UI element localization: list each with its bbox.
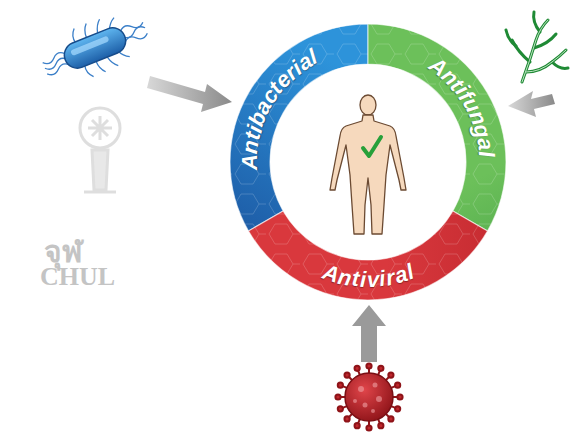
label-letter: A [239,154,261,170]
band-label: Antiviral [230,24,506,300]
virus-spike-tip [338,383,343,388]
ring-segment [230,24,506,300]
antifungal-band: Antifungal [230,24,506,300]
virus-spike-tip [344,416,349,421]
virus-spike-tip [344,372,349,377]
virus-spike-tip [366,425,371,430]
watermark-emblem [80,108,120,192]
antiviral-band: Antiviral [230,24,506,300]
band-label: Antifungal [230,24,506,300]
virus-spike-tip [378,423,383,428]
virus-spike-tip [395,406,400,411]
watermark-text: CHUL [40,262,115,292]
chemical-texture [248,211,487,300]
pointer-arrow [508,91,555,117]
chemical-texture [368,24,506,231]
fungus-icon [506,12,568,82]
ring-segment-edge [230,24,368,231]
ring-segment-edge [368,24,506,231]
virus-icon [335,363,402,430]
virus-spike-tip [388,372,393,377]
virus-spike-tip [355,423,360,428]
antibacterial-band: Antibacterial [230,24,506,300]
ring-segment-fill [368,24,506,231]
pointer-arrow [352,305,386,362]
virus-spike-tip [366,363,371,368]
ring-segment-fill [230,24,368,231]
chemical-texture [230,24,368,231]
ring-segment-fill [248,211,487,300]
label-letter: t [351,268,361,291]
virus-spike-tip [388,416,393,421]
fungus-icon-outline [522,20,566,82]
band-label: Antibacterial [230,24,506,300]
virus-spike-tip [355,366,360,371]
virus-spike-tip [335,394,340,399]
virus-spike-tip [397,394,402,399]
bacterium-icon [35,4,155,93]
label-letter: a [473,136,497,151]
label-letter: v [366,269,379,291]
virus-spike-tip [395,383,400,388]
virus-spike-tip [378,366,383,371]
virus-spike-tip [338,406,343,411]
human-figure [330,95,406,234]
pointer-arrow [147,76,232,112]
label-letter: i [360,269,367,291]
ring-segment-edge [248,211,487,300]
label-letter: l [475,150,497,158]
